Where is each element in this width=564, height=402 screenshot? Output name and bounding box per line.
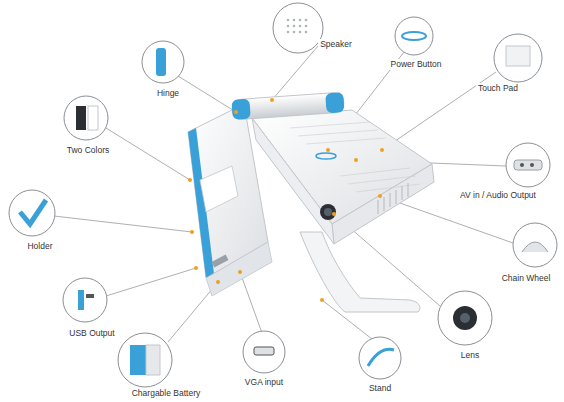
part-label: Touch Pad: [476, 83, 520, 94]
detail-icons: [20, 19, 548, 375]
part-label: USB Output: [67, 328, 116, 339]
part-label: Lens: [459, 350, 481, 361]
part-label: Chargable Battery: [130, 388, 203, 399]
part-label: AV in / Audio Output: [458, 190, 538, 201]
part-label: Hinge: [155, 88, 181, 99]
part-label: Power Button: [388, 59, 443, 70]
part-label: Two Colors: [65, 145, 112, 156]
part-label: Speaker: [318, 39, 354, 50]
anchor-dots: [188, 98, 384, 302]
part-label: Holder: [25, 241, 54, 252]
leader-lines: [54, 46, 513, 342]
part-label: Chain Wheel: [500, 273, 553, 284]
projector-device: [188, 92, 434, 312]
part-label: Stand: [367, 383, 393, 394]
part-label: VGA input: [243, 377, 285, 388]
detail-circles: [9, 3, 557, 387]
